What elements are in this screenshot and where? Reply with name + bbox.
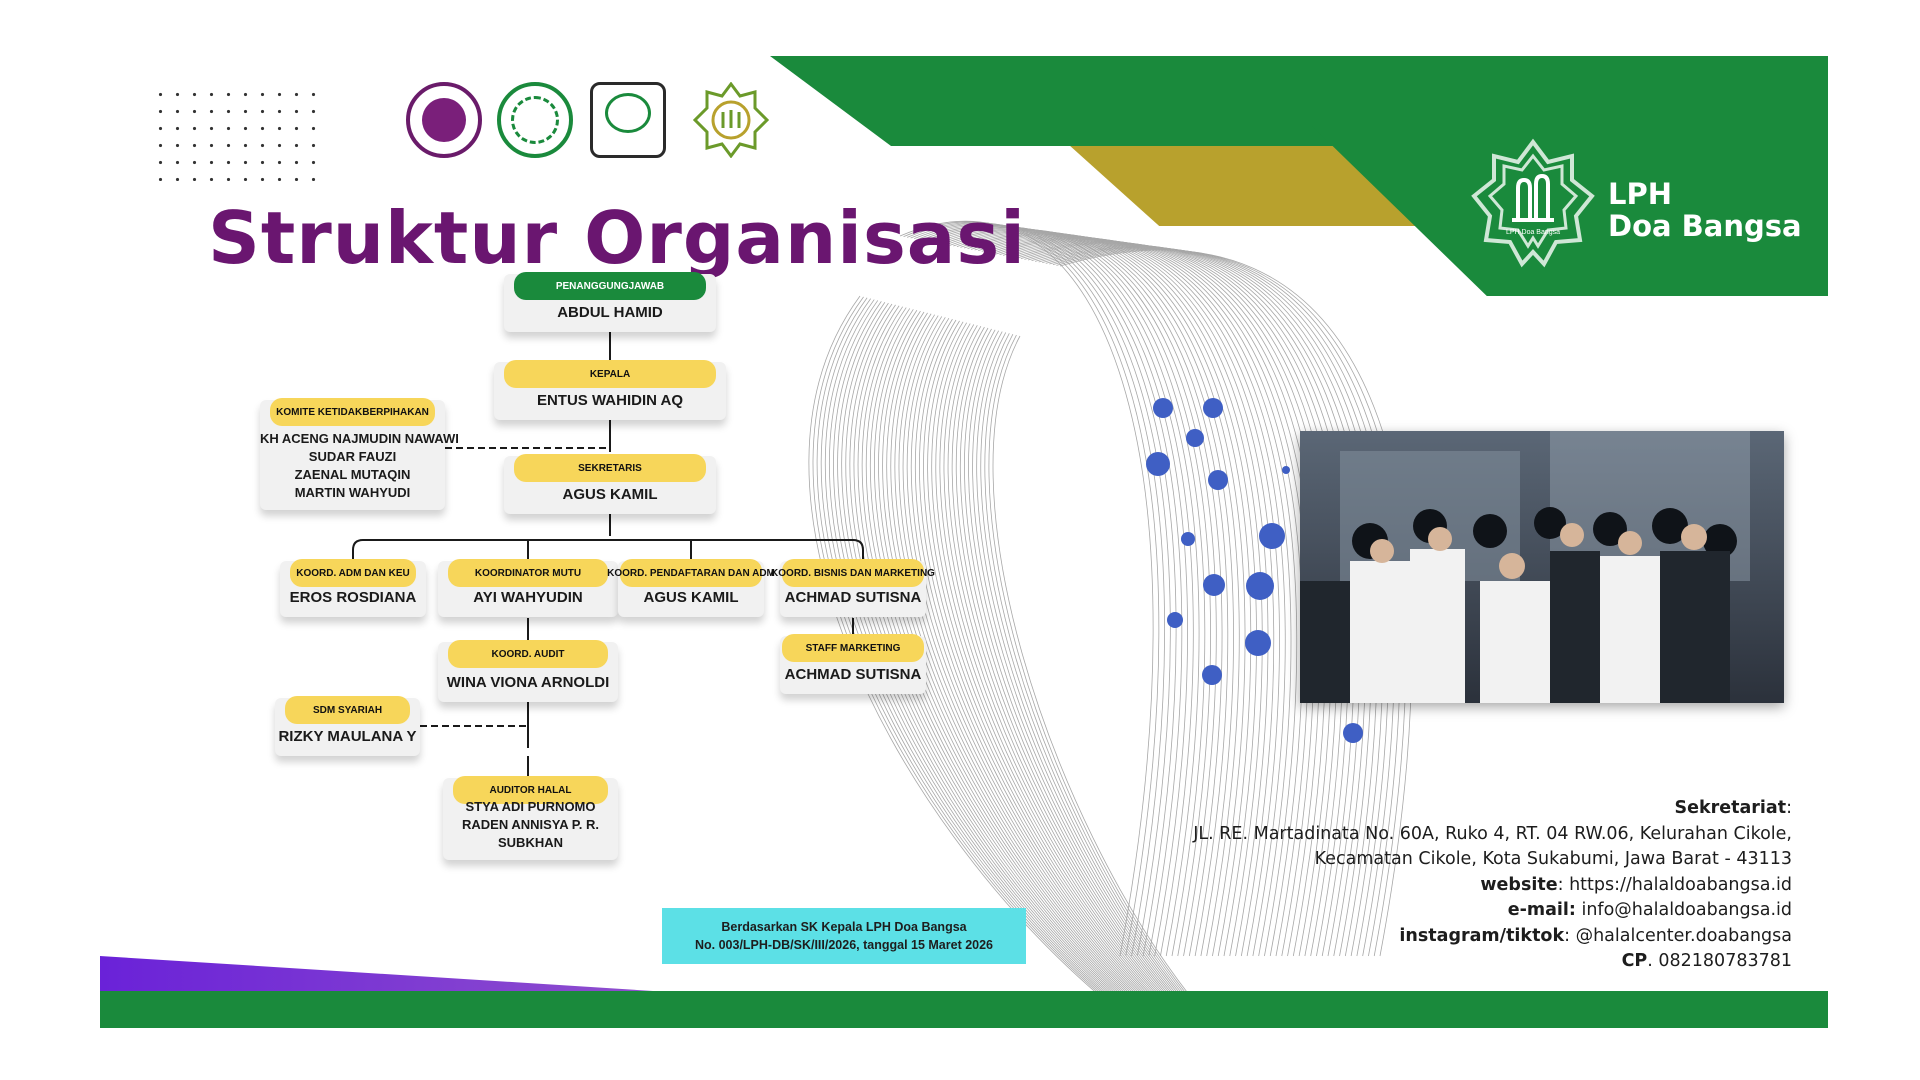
website-link[interactable]: https://halaldoabangsa.id <box>1569 874 1792 895</box>
sk-note: Berdasarkan SK Kepala LPH Doa Bangsa No.… <box>662 908 1026 964</box>
person-name: MARTIN WAHYUDI <box>294 485 411 500</box>
person-name: RIZKY MAULANA Y <box>278 728 417 745</box>
org-chart-connectors <box>352 332 864 778</box>
role-title: SEKRETARIS <box>514 454 706 482</box>
address-line-1: JL. RE. Martadinata No. 60A, Ruko 4, RT.… <box>1193 823 1792 844</box>
instagram-label: instagram/tiktok <box>1399 925 1565 946</box>
cp-row: CP. 082180783781 <box>1621 951 1792 971</box>
brand-line-2: Doa Bangsa <box>1608 209 1802 243</box>
logo-small-text: LPH Doa Bangsa <box>1506 229 1560 236</box>
instagram-row: instagram/tiktok: @halalcenter.doabangsa <box>1399 925 1792 946</box>
role-title: PENANGGUNGJAWAB <box>514 272 706 300</box>
role-title: KOMITE KETIDAKBERPIHAKAN <box>270 398 435 426</box>
website-label: website <box>1480 874 1558 895</box>
wave-lines-decoration <box>808 220 1413 997</box>
role-title: KEPALA <box>504 360 716 388</box>
person-name: ENTUS WAHIDIN AQ <box>536 392 684 409</box>
sekretariat-heading: Sekretariat: <box>1674 798 1793 818</box>
org-box-staff-marketing: STAFF MARKETING ACHMAD SUTISNA <box>780 634 926 694</box>
brand-line-1: LPH <box>1608 177 1673 211</box>
role-title: AUDITOR HALAL <box>453 776 608 804</box>
org-box-penanggungjawab: PENANGGUNGJAWAB ABDUL HAMID <box>504 272 716 332</box>
email-label: e-mail: <box>1507 900 1576 920</box>
person-name: WINA VIONA ARNOLDI <box>446 674 610 691</box>
person-name: ACHMAD SUTISNA <box>784 666 922 683</box>
person-name: SUBKHAN <box>498 835 563 850</box>
person-name: AYI WAHYUDIN <box>473 589 583 606</box>
sk-note-line-2: No. 003/LPH-DB/SK/III/2026, tanggal 15 M… <box>694 938 994 952</box>
person-name: ACHMAD SUTISNA <box>784 589 922 606</box>
person-name: AGUS KAMIL <box>562 486 658 503</box>
org-box-koord-audit: KOORD. AUDIT WINA VIONA ARNOLDI <box>438 640 618 702</box>
role-title: SDM SYARIAH <box>285 696 410 724</box>
role-title: KOORD. ADM DAN KEU <box>290 559 416 587</box>
instagram-handle[interactable]: @halalcenter.doabangsa <box>1575 925 1792 946</box>
lph-star-emblem-icon <box>693 82 769 158</box>
person-name: ABDUL HAMID <box>557 304 663 321</box>
lph-doa-bangsa-logo-icon: LPH Doa Bangsa <box>1471 138 1595 268</box>
org-box-sdm-syariah: SDM SYARIAH RIZKY MAULANA Y <box>275 696 420 756</box>
blue-dots-decoration <box>1146 398 1383 743</box>
org-box-koord-mutu: KOORDINATOR MUTU AYI WAHYUDIN <box>438 559 618 617</box>
address-line-2: Kecamatan Cikole, Kota Sukabumi, Jawa Ba… <box>1314 849 1792 869</box>
person-name: RADEN ANNISYA P. R. <box>461 817 599 832</box>
person-name: EROS ROSDIANA <box>289 589 417 606</box>
org-box-koord-pendaftaran: KOORD. PENDAFTARAN DAN ADM AGUS KAMIL <box>607 559 775 617</box>
garuda-emblem-icon <box>406 82 482 158</box>
bottom-green-stripe <box>100 991 1828 1028</box>
person-names: KH ACENG NAJMUDIN NAWAWI SUDAR FAUZI ZAE… <box>260 430 459 502</box>
person-name: ZAENAL MUTAQIN <box>294 467 411 482</box>
org-box-koord-bisnis: KOORD. BISNIS DAN MARKETING ACHMAD SUTIS… <box>771 559 935 617</box>
email-link[interactable]: info@halaldoabangsa.id <box>1581 900 1792 920</box>
org-box-koord-adm: KOORD. ADM DAN KEU EROS ROSDIANA <box>280 559 426 617</box>
role-title: KOORD. AUDIT <box>448 640 608 668</box>
sekretariat-label: Sekretariat <box>1674 798 1787 818</box>
brand-name: LPH Doa Bangsa <box>1608 178 1802 242</box>
person-name: STYA ADI PURNOMO <box>465 799 596 814</box>
role-title: STAFF MARKETING <box>782 634 924 662</box>
person-names: STYA ADI PURNOMO RADEN ANNISYA P. R. SUB… <box>443 798 618 852</box>
person-name: KH ACENG NAJMUDIN NAWAWI <box>260 431 459 446</box>
cp-label: CP <box>1621 951 1648 971</box>
group-photo <box>1300 431 1784 703</box>
banner: Struktur Organisasi LPH Doa Bangsa LPH D… <box>100 56 1828 1028</box>
cp-number: 082180783781 <box>1658 951 1792 971</box>
sk-note-line-1: Berdasarkan SK Kepala LPH Doa Bangsa <box>721 920 967 934</box>
org-box-kepala: KEPALA ENTUS WAHIDIN AQ <box>494 360 726 420</box>
mui-emblem-icon <box>497 82 573 158</box>
org-box-komite: KOMITE KETIDAKBERPIHAKAN KH ACENG NAJMUD… <box>260 398 459 510</box>
org-box-auditor: AUDITOR HALAL STYA ADI PURNOMO RADEN ANN… <box>443 776 618 860</box>
page-title: Struktur Organisasi <box>208 196 1026 280</box>
role-title: KOORDINATOR MUTU <box>448 559 608 587</box>
person-name: AGUS KAMIL <box>643 589 739 606</box>
person-name: SUDAR FAUZI <box>308 449 397 464</box>
org-box-sekretaris: SEKRETARIS AGUS KAMIL <box>504 454 716 514</box>
dot-grid-decoration <box>152 86 322 181</box>
ministry-emblem-icon <box>590 82 666 158</box>
contact-block: Sekretariat: JL. RE. Martadinata No. 60A… <box>1193 796 1792 975</box>
role-title: KOORD. BISNIS DAN MARKETING <box>771 559 935 587</box>
role-title: KOORD. PENDAFTARAN DAN ADM <box>607 559 775 587</box>
website-row: website: https://halaldoabangsa.id <box>1480 874 1792 895</box>
email-row: e-mail: info@halaldoabangsa.id <box>1193 898 1792 924</box>
